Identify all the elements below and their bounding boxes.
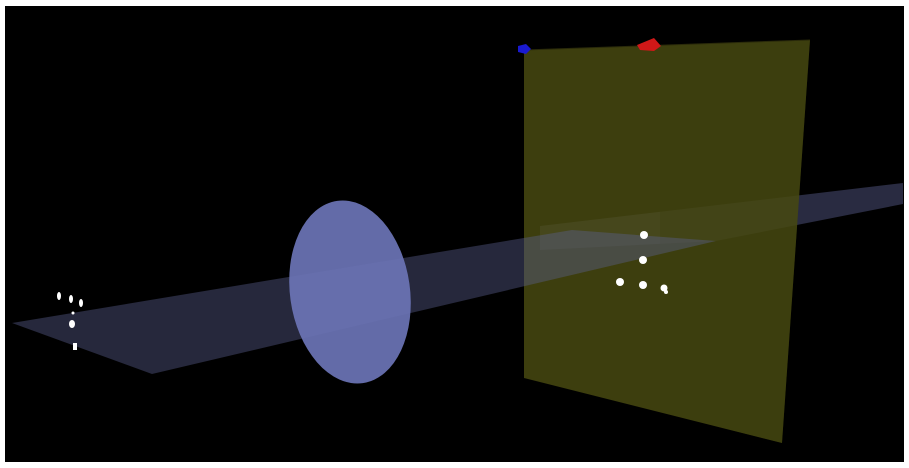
object-point[interactable] — [73, 343, 77, 350]
blue-marker-icon[interactable] — [518, 44, 531, 54]
image-point[interactable] — [640, 231, 648, 239]
image-point[interactable] — [616, 278, 624, 286]
screen-plane-shade — [660, 40, 810, 443]
image-point[interactable] — [660, 284, 668, 292]
object-point[interactable] — [57, 292, 61, 300]
lens[interactable] — [278, 193, 422, 392]
object-point[interactable] — [69, 295, 73, 303]
screen-plane[interactable] — [524, 40, 810, 443]
image-point[interactable] — [664, 290, 668, 294]
screen-top-edge — [523, 39, 811, 51]
object-point[interactable] — [79, 299, 83, 307]
image-points — [616, 231, 668, 294]
object-points — [57, 292, 83, 350]
red-marker-icon[interactable] — [637, 38, 661, 51]
object-point[interactable] — [71, 311, 75, 315]
image-point[interactable] — [639, 256, 647, 264]
image-point[interactable] — [639, 281, 647, 289]
object-point[interactable] — [69, 320, 75, 328]
